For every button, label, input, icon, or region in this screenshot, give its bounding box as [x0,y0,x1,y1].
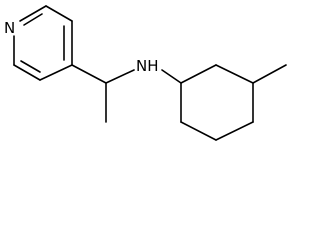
pyridine-nitrogen-label: N [4,19,15,37]
bond [13,64,41,81]
bond [20,60,41,73]
bond [19,5,47,22]
cyclohexane-ring [180,64,254,141]
bond [39,64,73,81]
bond [180,64,217,84]
bond [215,121,254,141]
bond [252,64,287,84]
bond [105,69,135,84]
bond [23,13,43,26]
bond [215,64,254,84]
bond [45,5,73,22]
bond [180,121,217,141]
amine-nh-label: NH [136,57,159,75]
pyridine-ring [13,5,73,81]
molecule-structure: N NH [4,5,287,141]
bond [71,64,107,84]
bond [161,69,182,84]
